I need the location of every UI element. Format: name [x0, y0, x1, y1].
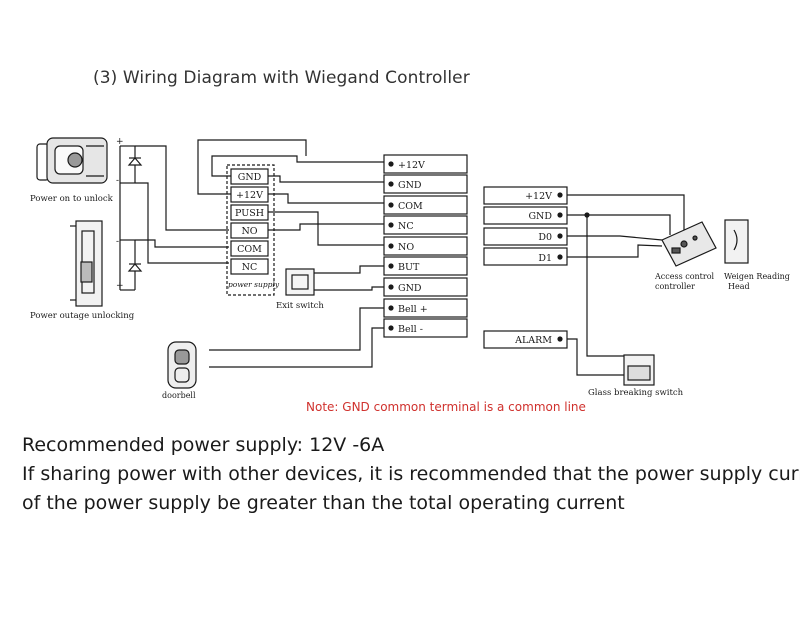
ps-terminal-nc: NC [242, 262, 258, 273]
controller-terminal-d1: D1 [538, 253, 552, 264]
doorbell-icon [167, 341, 197, 389]
plus-label-top: + [116, 137, 124, 147]
access-controller-label-1: Access control [654, 272, 715, 281]
electric-strike-icon [70, 220, 103, 307]
power-outage-unlock-label: Power outage unlocking [30, 311, 135, 321]
wiegand-reader-icon [724, 219, 749, 264]
controller-terminal-gnd: GND [528, 211, 552, 222]
ps-terminal-no: NO [241, 226, 257, 237]
diagram-title: (3) Wiring Diagram with Wiegand Controll… [93, 68, 470, 88]
reader-terminal-gnd: GND [398, 180, 422, 191]
access-controller-label-2: controller [655, 282, 695, 291]
reader-terminal-com: COM [398, 201, 423, 212]
doorbell-caption: doorbell [162, 391, 196, 400]
reader-terminal-no: NO [398, 242, 414, 253]
reader-terminal-but: BUT [398, 262, 420, 273]
electric-lock-icon [36, 137, 108, 184]
access-controller-board-icon [661, 221, 717, 267]
plus-label-bottom: + [116, 281, 124, 291]
ps-terminal-com: COM [237, 244, 262, 255]
sharing-power-text-1: If sharing power with other devices, it … [22, 463, 800, 485]
controller-terminal-d0: D0 [538, 232, 552, 243]
minus-label-top: - [116, 176, 119, 186]
wiegand-head-label-2: Head [728, 282, 750, 291]
alarm-terminal: ALARM [514, 335, 552, 346]
sharing-power-text-2: of the power supply be greater than the … [22, 492, 625, 514]
reader-terminal-bell-minus: Bell - [398, 324, 423, 335]
ps-terminal-push: PUSH [235, 208, 264, 219]
glass-breaking-switch-icon [623, 354, 655, 386]
reader-terminal-nc: NC [398, 221, 414, 232]
ps-terminal-gnd: GND [238, 172, 262, 183]
exit-switch-icon [285, 268, 315, 296]
minus-label-bottom: - [116, 237, 119, 247]
power-on-unlock-label: Power on to unlock [30, 194, 114, 204]
exit-switch-caption: Exit switch [276, 301, 324, 311]
glass-switch-caption: Glass breaking switch [588, 388, 684, 398]
reader-terminal-gnd-2: GND [398, 283, 422, 294]
controller-terminal-12v: +12V [525, 191, 552, 202]
ps-terminal-12v: +12V [236, 190, 263, 201]
reader-terminal-bell-plus: Bell + [398, 304, 428, 315]
wiegand-head-label-1: Weigen Reading [724, 272, 790, 281]
common-gnd-note: Note: GND common terminal is a common li… [306, 400, 586, 414]
power-supply-caption: power supply [228, 280, 280, 289]
recommended-power-text: Recommended power supply: 12V -6A [22, 434, 385, 456]
reader-terminal-12v: +12V [398, 160, 425, 171]
